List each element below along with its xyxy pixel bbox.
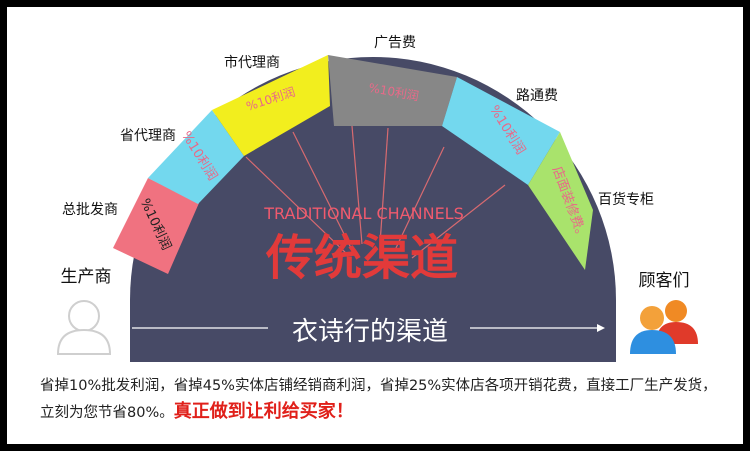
footer-highlight: 真正做到让利给买家！ bbox=[173, 401, 354, 422]
channel-arrow bbox=[132, 324, 605, 332]
footer-text: 省掉10%批发利润，省掉45%实体店铺经销商利润，省掉25%实体店各项开销花费，… bbox=[40, 378, 717, 421]
node-label-department-store: 百货专柜 bbox=[598, 191, 654, 208]
footer-text-block: 省掉10%批发利润，省掉45%实体店铺经销商利润，省掉25%实体店各项开销花费，… bbox=[40, 373, 720, 426]
segment-road-fees bbox=[442, 77, 560, 185]
node-label-provincial-agent: 省代理商 bbox=[120, 128, 176, 144]
manufacturer-person-icon bbox=[56, 300, 112, 355]
segment-provincial-agent bbox=[148, 110, 244, 204]
segment-wholesaler bbox=[113, 178, 199, 274]
customers-group-icon bbox=[630, 300, 698, 354]
segment-city-agent bbox=[212, 55, 330, 156]
node-label-city-agent: 市代理商 bbox=[224, 54, 280, 71]
node-label-road-fees: 路通费 bbox=[516, 88, 558, 104]
chinese-title: 传统渠道 bbox=[265, 230, 458, 286]
segment-advertising bbox=[328, 55, 457, 126]
segment-store-fit-out bbox=[528, 132, 593, 270]
english-title: TRADITIONAL CHANNELS bbox=[263, 204, 464, 223]
arrow-label: 衣诗行的渠道 bbox=[292, 317, 448, 347]
node-label-wholesaler: 总批发商 bbox=[62, 202, 118, 218]
channel-segments bbox=[113, 55, 593, 274]
customers-label: 顾客们 bbox=[639, 271, 690, 291]
manufacturer-label: 生产商 bbox=[61, 267, 112, 287]
ray-lines bbox=[245, 125, 506, 259]
node-label-advertising: 广告费 bbox=[374, 35, 416, 51]
